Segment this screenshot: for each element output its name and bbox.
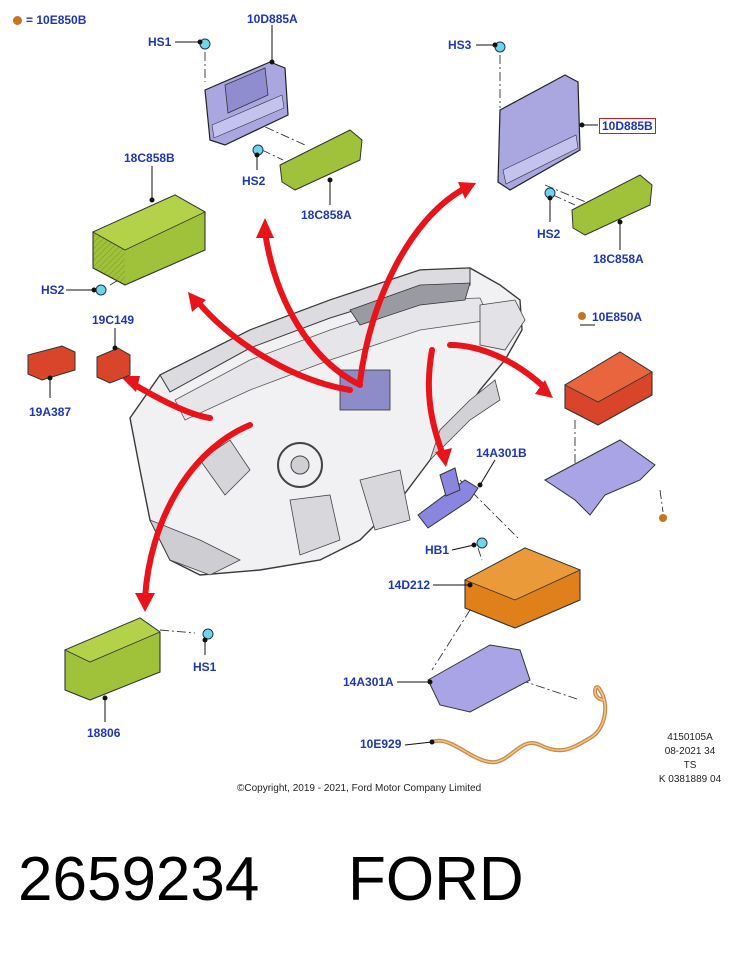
arrow-to-19C149 (127, 379, 213, 421)
bracket-14a301a (427, 644, 531, 713)
label-19a387: 19A387 (29, 405, 72, 419)
module-19c149 (96, 347, 131, 384)
label-hs3: HS3 (448, 38, 472, 52)
arrowheads (120, 182, 553, 612)
arrow-to-14A301B (425, 347, 446, 458)
label-10e850a: 10E850A (592, 310, 643, 324)
drawing-info-line-3: TS (683, 760, 697, 771)
arrow-to-18806 (142, 422, 253, 601)
screws (95, 38, 556, 640)
arrow-to-10E850A (447, 342, 548, 391)
drawing-info-line-2: 08-2021 34 (664, 746, 716, 757)
drawing-info-line-1: 4150105A (667, 732, 713, 743)
label-10d885a: 10D885A (247, 12, 298, 26)
module-18806 (64, 617, 161, 701)
label-hs2-mid: HS2 (242, 174, 266, 188)
bezel-10d885a (204, 61, 289, 146)
label-10d885b: 10D885B (599, 118, 656, 134)
copyright-notice: ©Copyright, 2019 - 2021, Ford Motor Comp… (237, 783, 482, 794)
legend-dot-icon (13, 16, 22, 25)
label-hs2-right: HS2 (537, 227, 561, 241)
bezel-10d885b (497, 74, 581, 191)
bracket-14a301b (417, 467, 479, 529)
drawing-info-line-4: K 0381889 04 (658, 774, 722, 785)
legend-text: = 10E850B (26, 13, 87, 27)
label-hs1-top: HS1 (148, 35, 172, 49)
label-hb1: HB1 (425, 543, 450, 557)
guide-lines (109, 52, 664, 701)
module-10e850a (564, 351, 653, 426)
label-18c858b: 18C858B (124, 151, 175, 165)
label-hs1-bottom: HS1 (193, 660, 217, 674)
control-panel-18c858a-right (571, 174, 653, 236)
module-19a387 (27, 345, 76, 381)
connector-dot-10e850b (659, 514, 667, 522)
dashboard-assembly (129, 267, 526, 576)
label-hs2-left: HS2 (41, 283, 65, 297)
label-19c149: 19C149 (92, 313, 135, 327)
arrow-to-10D885B (357, 187, 465, 385)
arrow-to-10D885A (262, 229, 363, 388)
arrows (127, 187, 548, 601)
module-18c858b (92, 194, 206, 286)
wiring-10e929 (431, 685, 608, 765)
leader-lines (47, 25, 623, 746)
label-18c858a-left: 18C858A (301, 208, 352, 222)
module-14d212 (464, 547, 582, 629)
brand-name: FORD (348, 845, 524, 914)
part-number: 2659234 (18, 845, 260, 914)
bracket-right (544, 439, 656, 516)
label-14d212: 14D212 (388, 578, 431, 592)
label-18c858a-right: 18C858A (593, 252, 644, 266)
control-panel-18c858a-left (279, 129, 363, 191)
arrow-to-18C858B (195, 299, 353, 393)
label-18806: 18806 (87, 726, 121, 740)
label-10e929: 10E929 (360, 737, 402, 751)
label-14a301a: 14A301A (343, 675, 394, 689)
legend: = 10E850B (13, 13, 86, 27)
label-14a301b: 14A301B (476, 446, 527, 460)
